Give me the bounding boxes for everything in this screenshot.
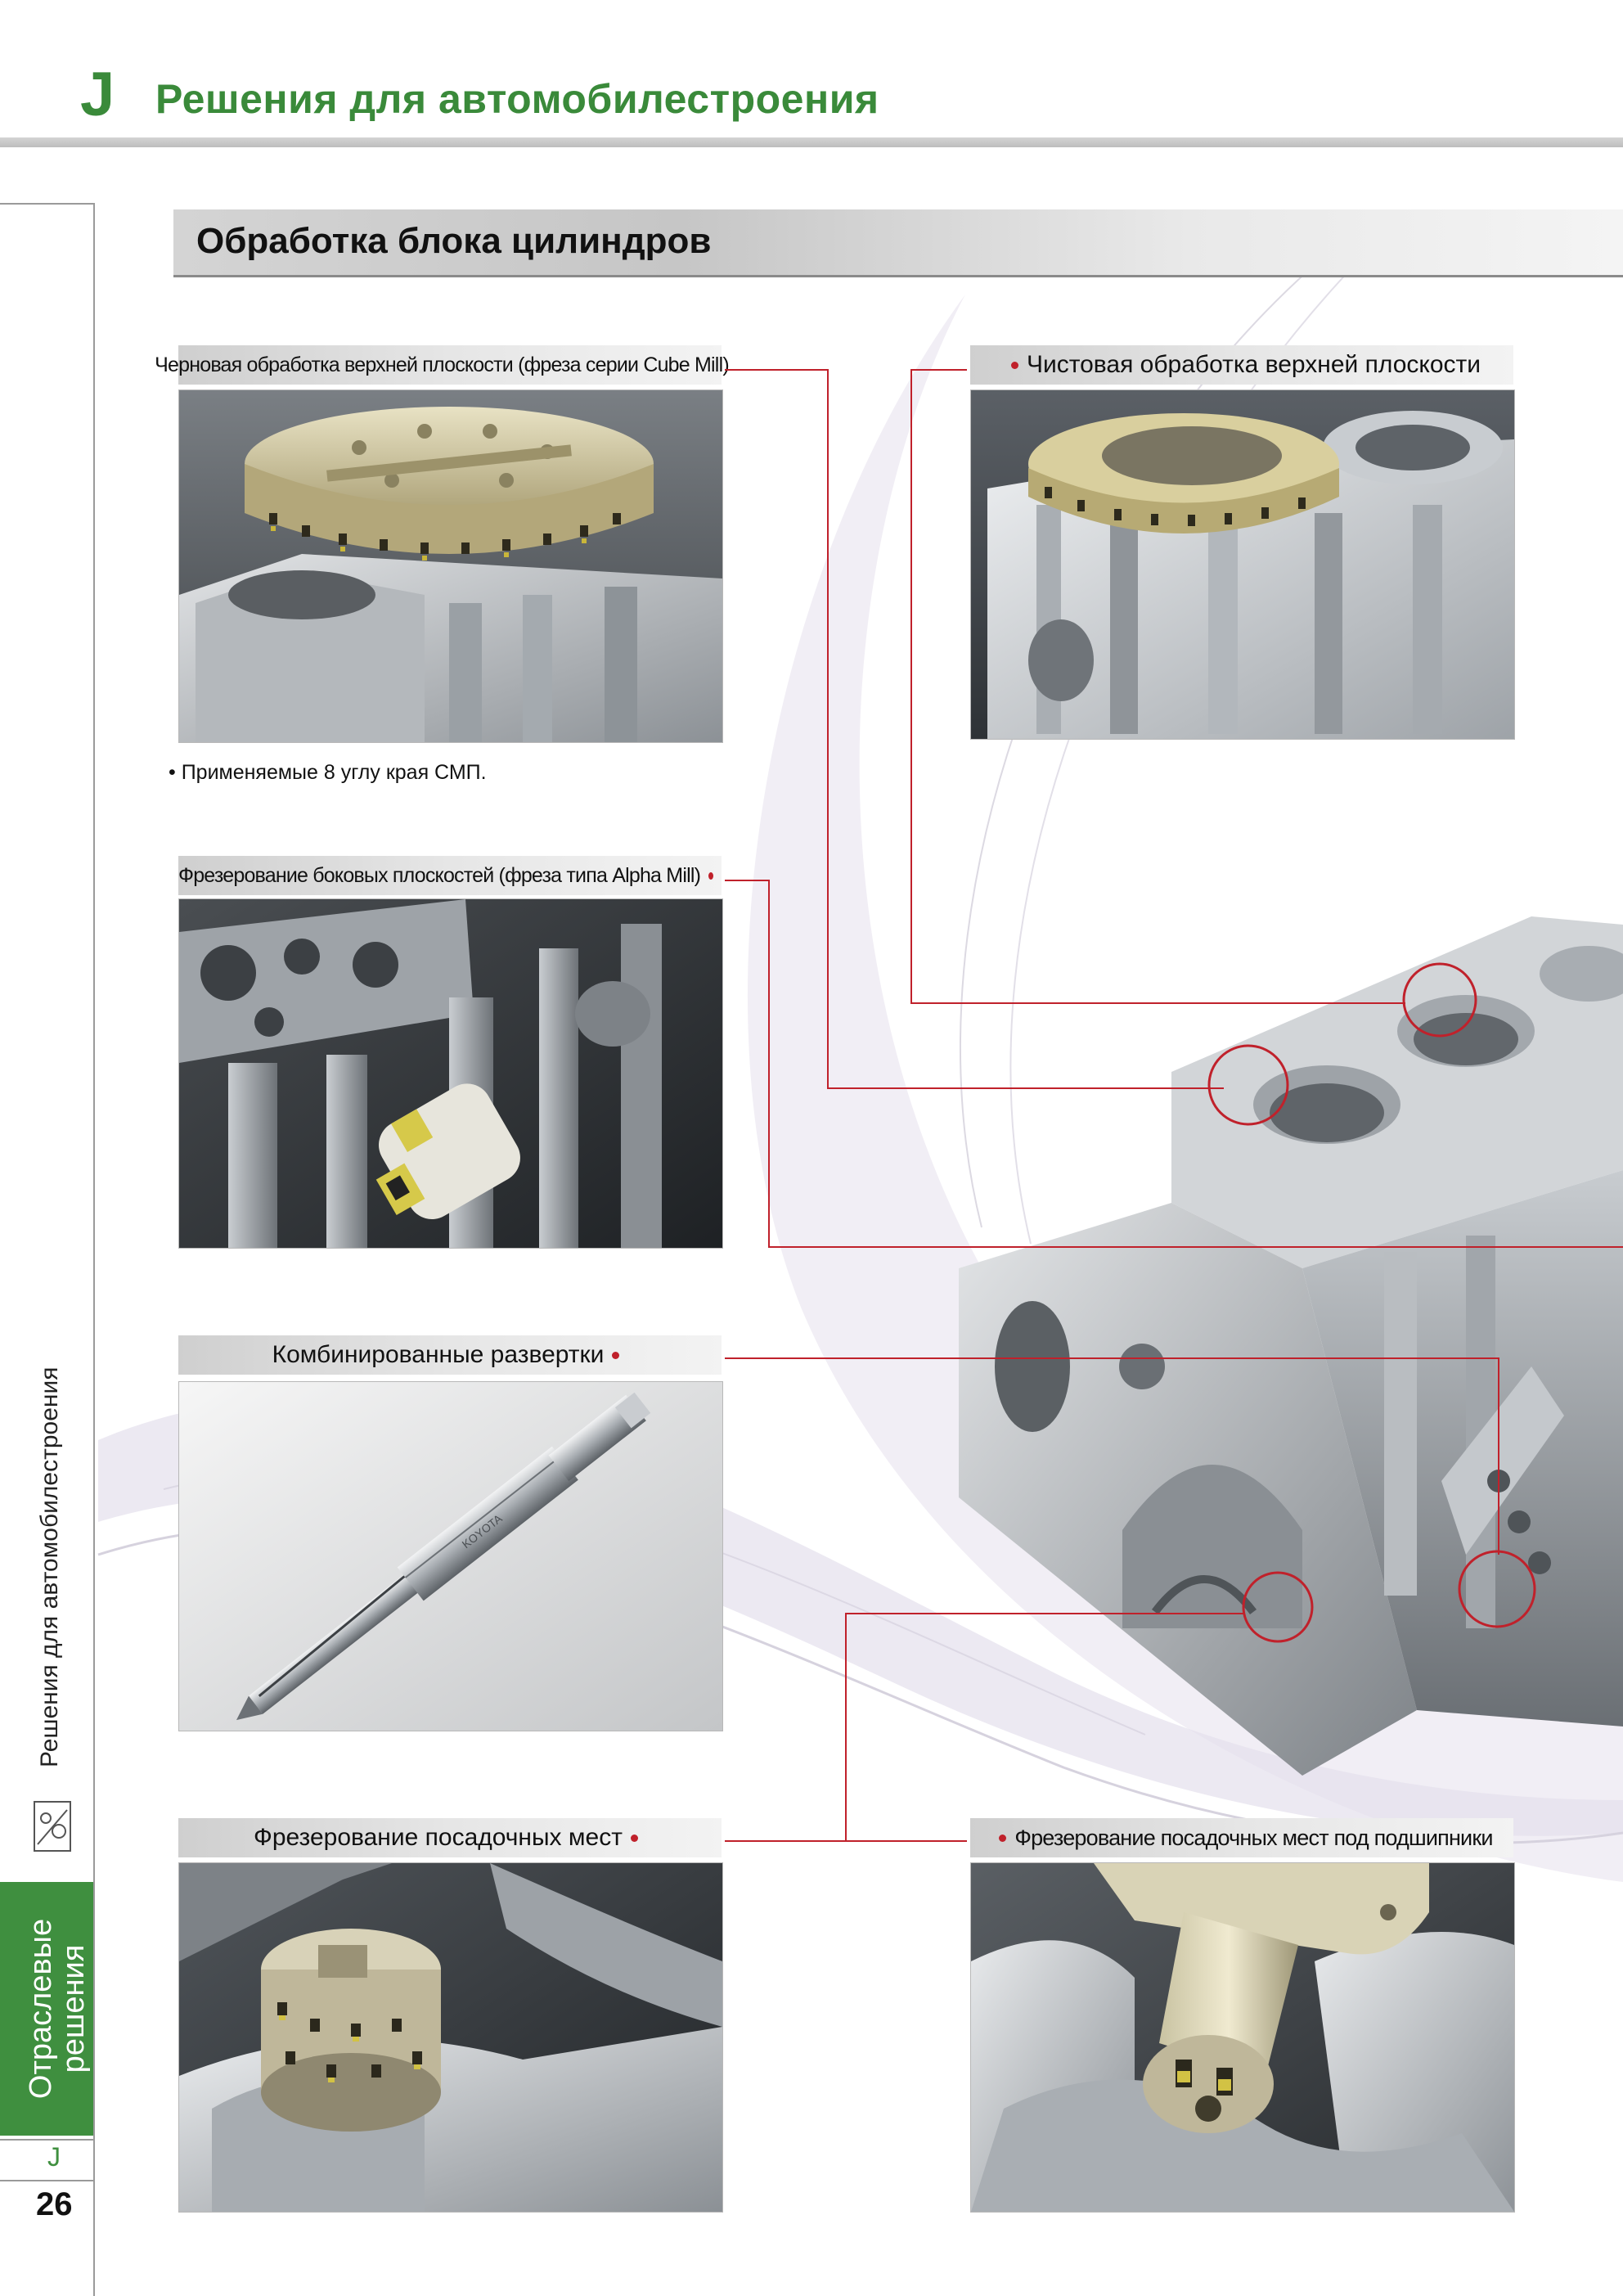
image-combined-reamers: KOYOTA [178, 1381, 723, 1731]
sidebar-tab[interactable] [0, 1882, 93, 2136]
section-letter: J [80, 60, 115, 129]
image-rough-top-face [178, 389, 723, 743]
image-finish-top-face [970, 389, 1515, 740]
caption-combined-reamers: Комбинированные развертки [178, 1335, 722, 1375]
section-title: Обработка блока цилиндров [196, 221, 712, 261]
leader-dot [630, 1834, 638, 1842]
insert-note: • Применяемые 8 углу края СМП. [169, 761, 487, 784]
section-title-bar [173, 209, 1623, 277]
sidebar-top-divider [0, 203, 95, 205]
car-engine-icon [34, 1801, 71, 1852]
image-bearing-seat-milling [970, 1862, 1515, 2213]
image-cylinder-block [959, 916, 1623, 1776]
caption-side-face-milling: Фрезерование боковых плоскостей (фреза т… [178, 856, 722, 895]
header-divider [0, 137, 1623, 147]
sidebar-letter: J [47, 2142, 61, 2172]
page-number: 26 [36, 2186, 73, 2222]
sidebar-category-label: Решения для автомобилестроения [36, 1366, 63, 1767]
sidebar-tab-label: Отраслевые решения [24, 1918, 91, 2100]
leader-dot [1010, 361, 1018, 369]
page-title: Решения для автомобилестроения [155, 76, 879, 122]
caption-seat-milling: Фрезерование посадочных мест [178, 1818, 722, 1857]
sidebar-divider [93, 203, 95, 2296]
sidebar-letter-box [0, 2139, 93, 2181]
leader-dot [999, 1834, 1007, 1842]
image-side-face-milling [178, 898, 723, 1249]
image-seat-milling [178, 1862, 723, 2213]
leader-dot [612, 1351, 620, 1359]
leader-dot [708, 871, 713, 880]
caption-rough-top-face: Черновая обработка верхней плоскости (фр… [155, 345, 730, 385]
caption-finish-top-face: Чистовая обработка верхней плоскости [970, 345, 1513, 385]
caption-bearing-seat-milling: Фрезерование посадочных мест под подшипн… [970, 1818, 1513, 1857]
